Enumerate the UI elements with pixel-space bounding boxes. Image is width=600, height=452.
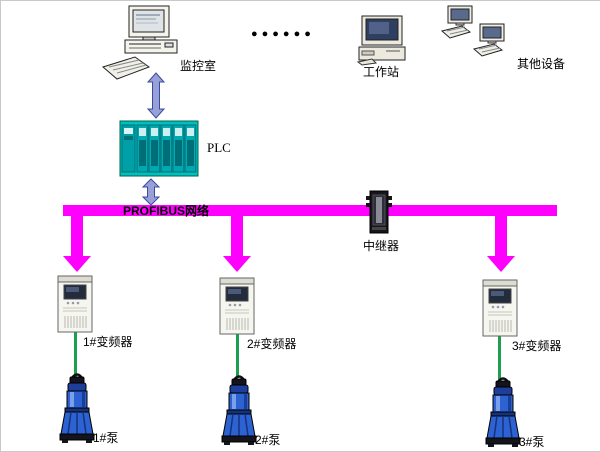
pump-cable-3 [498,335,501,380]
monitor-room-computer-icon [101,5,178,80]
pump-label-2: 2#泵 [255,433,281,447]
other-devices-label: 其他设备 [517,57,566,71]
plc-label: PLC [207,140,231,155]
vfd-label-3: 3#变频器 [512,339,562,353]
pump-label-3: 3#泵 [519,435,545,449]
vfd-icon-1 [57,275,93,333]
pump-icon-1 [59,373,95,443]
profibus-bus-label: PROFIBUS网络 [123,204,210,218]
pump-label-1: 1#泵 [93,431,119,445]
bus-drop-arrow-3 [487,215,515,272]
vfd-icon-3 [482,279,518,337]
monitor-room-label: 监控室 [180,59,217,73]
repeater-icon [366,190,392,234]
plc-rack-icon [119,120,199,177]
pump-icon-2 [221,375,257,445]
profibus-bus [63,205,557,216]
workstation-label: 工作站 [363,65,400,79]
repeater-label: 中继器 [363,239,400,253]
ellipsis-dots: ●●●●●● [251,28,315,40]
workstation-icon [356,15,406,66]
link-arrow-computer-plc [146,72,166,119]
other-device-icon-1 [440,5,473,39]
pump-cable-1 [74,331,77,377]
bus-drop-arrow-1 [63,215,91,272]
bus-drop-arrow-2 [223,215,251,272]
vfd-icon-2 [219,277,255,335]
vfd-label-2: 2#变频器 [247,337,297,351]
other-device-icon-2 [472,23,505,57]
pump-cable-2 [236,333,239,378]
pump-icon-3 [485,377,521,447]
vfd-label-1: 1#变频器 [83,335,133,349]
